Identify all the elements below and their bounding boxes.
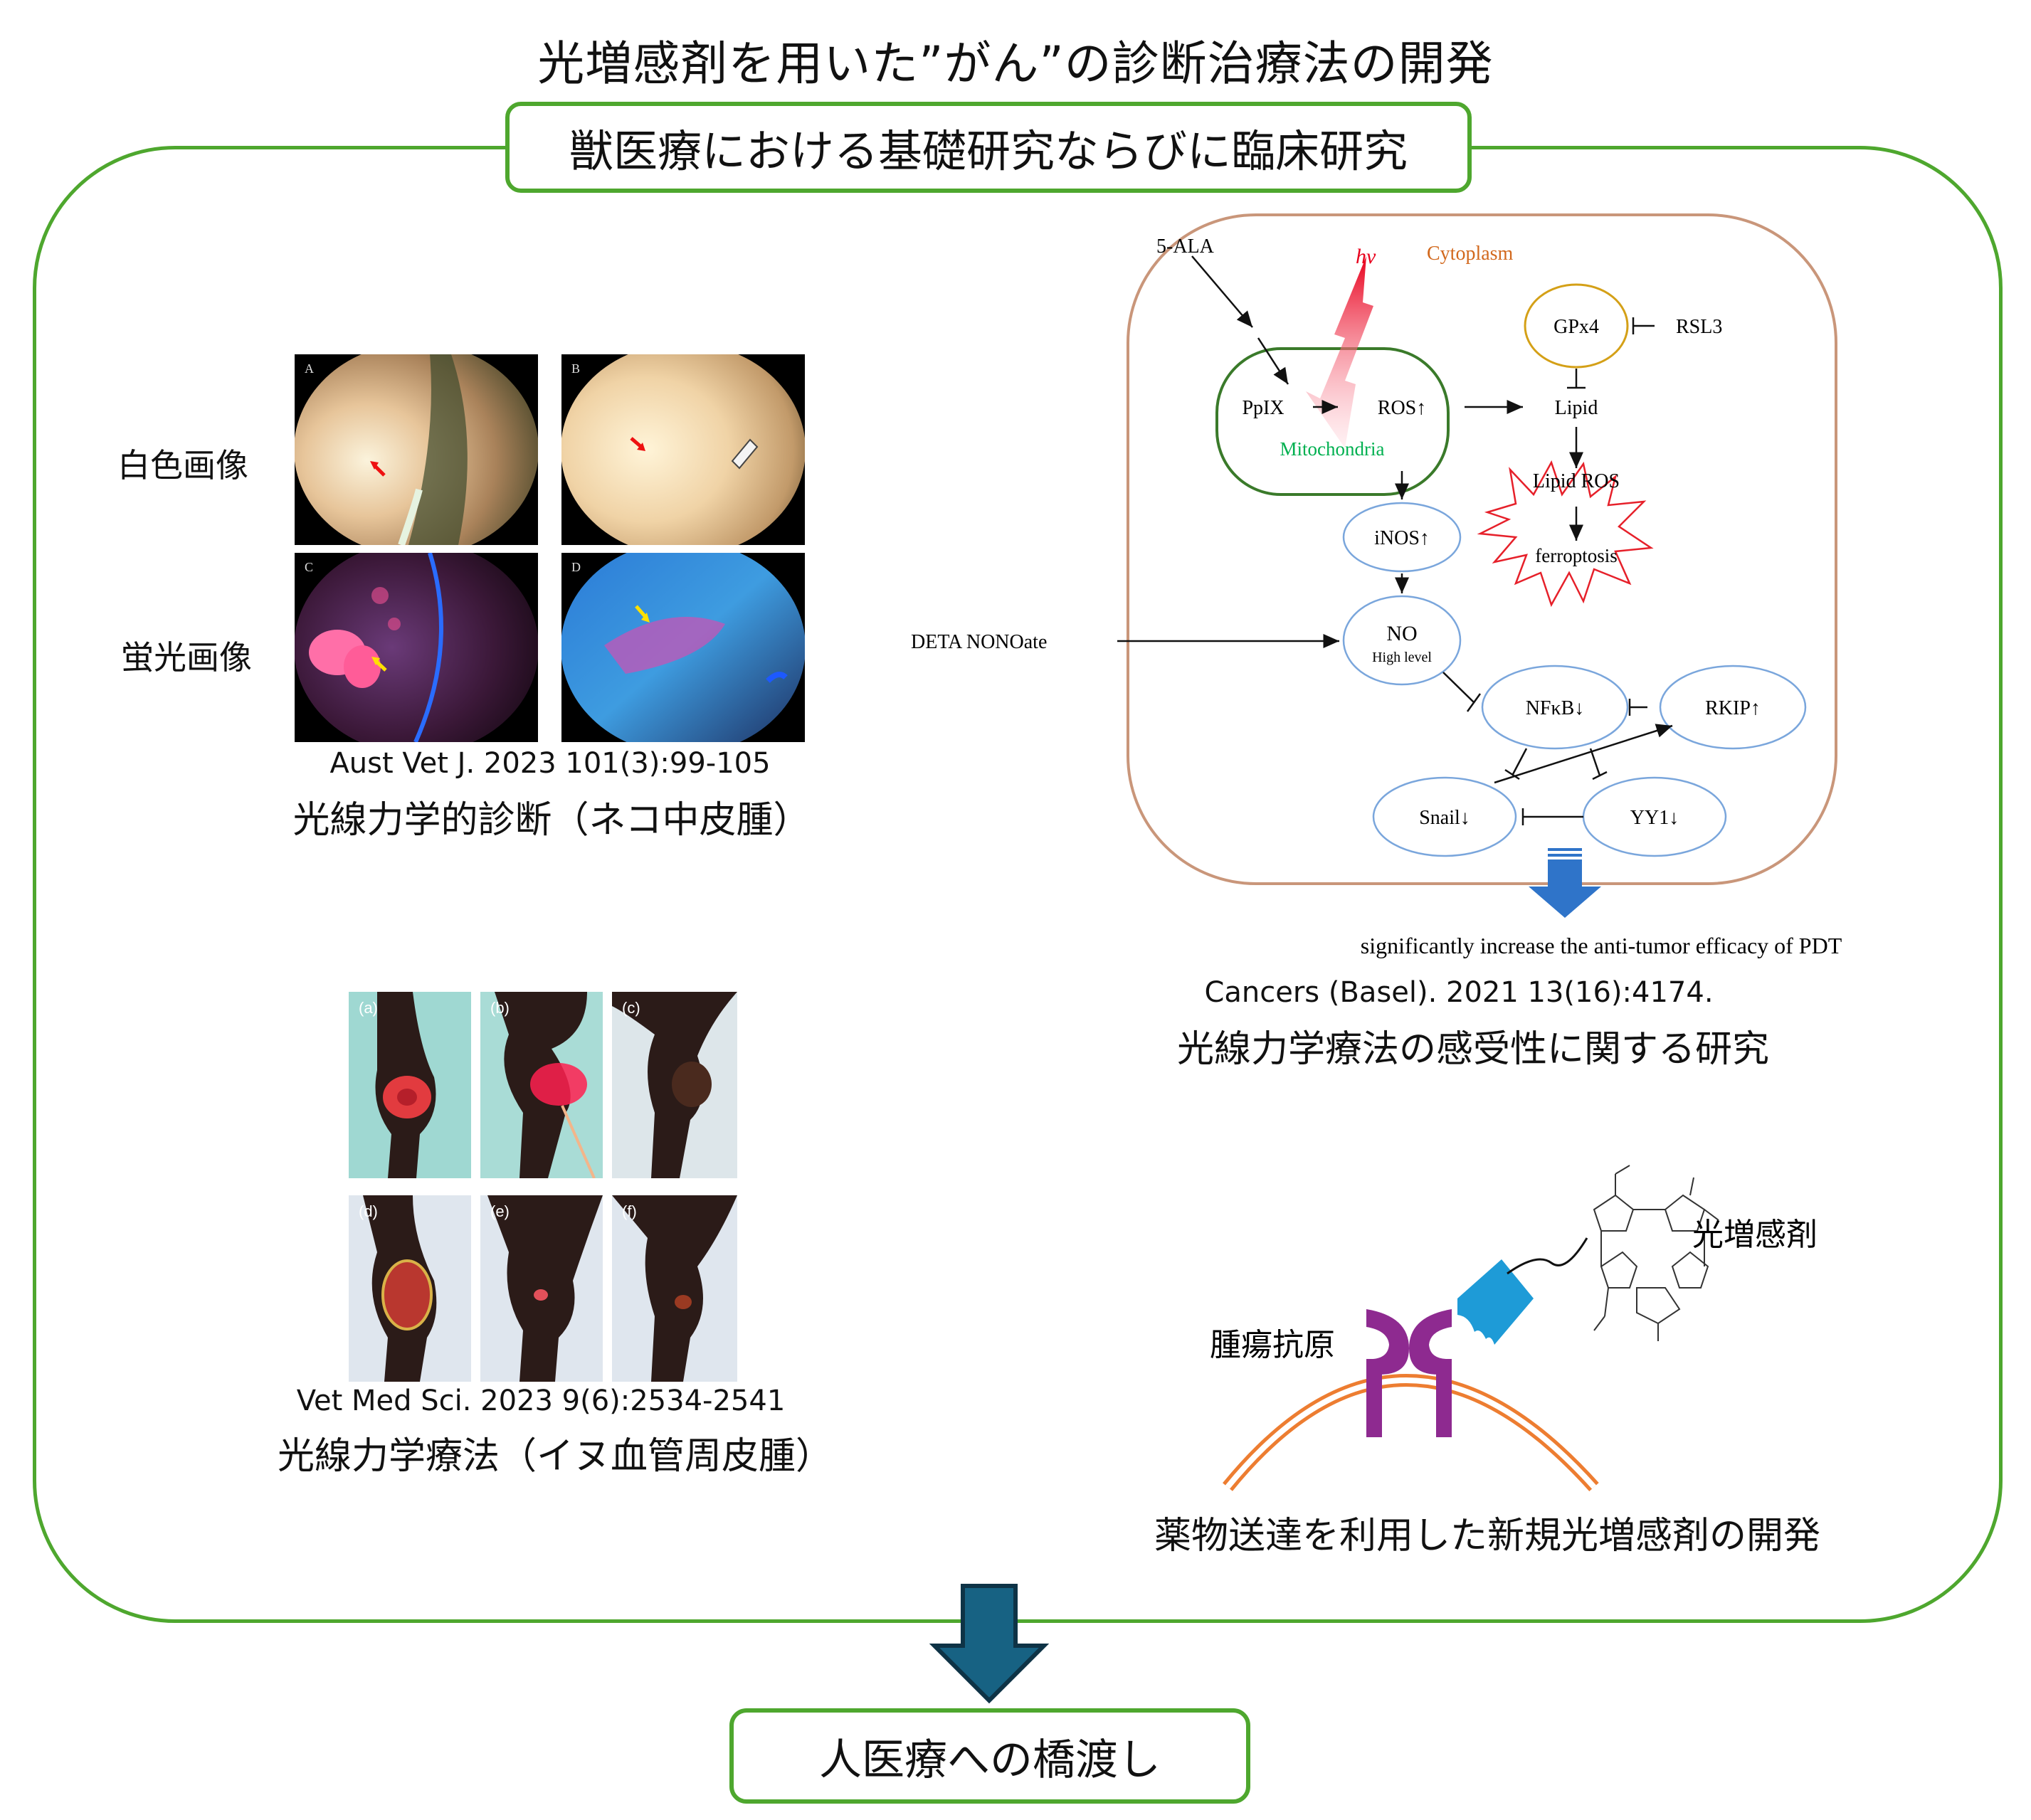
pathway-caption: 光線力学療法の感受性に関する研究	[1176, 1028, 1769, 1071]
cell-membrane-inner	[1225, 1377, 1596, 1489]
label-no: NO	[1386, 622, 1417, 645]
endoscopy-image-a: A	[295, 354, 538, 545]
nfkb-node	[1481, 665, 1629, 750]
label-ros: ROS↑	[1378, 397, 1426, 419]
panel-letter: (f)	[622, 1202, 637, 1220]
row-label-fluorescence: 蛍光画像	[121, 638, 252, 677]
photosensitizer-molecule-icon	[1593, 1165, 1719, 1341]
panel-letter: (d)	[359, 1202, 378, 1220]
drug-delivery-illustration: 光増感剤 腫瘍抗原	[1210, 1165, 1818, 1492]
result-arrow-icon	[1529, 848, 1601, 918]
label-hv: hv	[1356, 245, 1376, 268]
label-nfkb: NFκB↓	[1526, 697, 1585, 719]
label-deta-nonoate: DETA NONOate	[911, 631, 1047, 653]
label-lipid: Lipid	[1555, 397, 1598, 419]
photosensitizer-label: 光増感剤	[1692, 1217, 1818, 1253]
endoscopy-image-a-art	[295, 354, 538, 545]
therapy-photo-e-art	[487, 1195, 603, 1382]
therapy-photo-a-art	[375, 992, 436, 1178]
section-header: 獣医療における基礎研究ならびに臨床研究	[569, 125, 1408, 177]
panel-letter: (a)	[359, 999, 378, 1017]
therapy-photo-c: (c)	[612, 992, 737, 1178]
therapy-reference: Vet Med Sci. 2023 9(6):2534-2541	[296, 1385, 786, 1417]
label-lipid-ros: Lipid ROS	[1533, 470, 1620, 492]
tumor-antigen-label: 腫瘍抗原	[1210, 1327, 1335, 1363]
therapy-photo-b-art	[495, 992, 596, 1178]
therapy-photo-b: (b)	[480, 992, 603, 1178]
label-5-ala: 5-ALA	[1156, 236, 1215, 258]
therapy-photo-a: (a)	[349, 992, 471, 1178]
panel-letter: (e)	[490, 1202, 510, 1220]
cytoplasm-outline	[1127, 213, 1837, 885]
therapy-photo-f: (f)	[612, 1195, 737, 1382]
row-label-white-light: 白色画像	[117, 446, 248, 485]
endoscopy-image-c: C	[295, 553, 538, 742]
inos-node	[1342, 502, 1462, 573]
therapy-caption: 光線力学療法（イヌ血管周皮腫）	[277, 1435, 833, 1478]
gpx4-node	[1524, 283, 1629, 369]
panel-letter: A	[305, 361, 314, 376]
ferroptosis-burst	[1477, 460, 1654, 608]
bottom-box: 人医療への橋渡し	[729, 1708, 1250, 1804]
label-no-high-level: High level	[1372, 650, 1432, 665]
section-header-box: 獣医療における基礎研究ならびに臨床研究	[505, 102, 1472, 193]
light-bolt-icon	[1306, 256, 1373, 448]
linker	[1507, 1237, 1588, 1275]
antibody-icon	[1457, 1259, 1534, 1345]
panel-letter: D	[571, 560, 581, 574]
panel-letter: (c)	[622, 999, 640, 1017]
therapy-photo-e: (e)	[480, 1195, 603, 1382]
panel-letter: (b)	[490, 999, 510, 1017]
label-rkip: RKIP↑	[1705, 697, 1761, 719]
drug-delivery-caption: 薬物送達を利用した新規光増感剤の開発	[1154, 1515, 1820, 1557]
arrow-snail-rkip	[1494, 724, 1673, 784]
endoscopy-image-b: B	[561, 354, 805, 545]
label-inos: iNOS↑	[1374, 527, 1430, 549]
label-snail: Snail↓	[1419, 807, 1470, 829]
diagnosis-reference: Aust Vet J. 2023 101(3):99-105	[329, 747, 771, 780]
rkip-node	[1659, 665, 1807, 750]
panel-letter: B	[571, 361, 581, 376]
label-yy1: YY1↓	[1630, 807, 1679, 829]
endoscopy-image-d: D	[561, 553, 805, 742]
snail-node	[1372, 776, 1517, 857]
tumor-antigen-icon	[1366, 1309, 1452, 1437]
pathway-conclusion: significantly increase the anti-tumor ef…	[1361, 933, 1842, 958]
arrow-ala-ppix-2	[1257, 337, 1289, 385]
pathway-diagram: 5-ALA hv Cytoplasm GPx4 RSL3 PpIX ROS↑ M…	[911, 213, 1842, 958]
endoscopy-image-d-art	[561, 553, 805, 742]
mitochondria-outline	[1215, 347, 1450, 496]
page-title: 光増感剤を用いた”がん”の診断治療法の開発	[537, 36, 1494, 91]
panel-letter: C	[305, 560, 314, 574]
therapy-photo-d: (d)	[349, 1195, 471, 1382]
no-node	[1342, 595, 1462, 686]
label-ppix: PpIX	[1242, 397, 1284, 419]
bottom-label: 人医療への橋渡し	[819, 1735, 1161, 1785]
therapy-photo-c-art	[612, 992, 737, 1178]
label-gpx4: GPx4	[1553, 316, 1599, 338]
label-ferroptosis: ferroptosis	[1535, 545, 1617, 566]
pathway-reference: Cancers (Basel). 2021 13(16):4174.	[1204, 976, 1714, 1009]
down-arrow-icon	[929, 1584, 1050, 1704]
therapy-photo-f-art	[612, 1195, 737, 1382]
label-cytoplasm: Cytoplasm	[1427, 243, 1514, 265]
label-rsl3: RSL3	[1676, 316, 1722, 338]
label-mitochondria: Mitochondria	[1280, 438, 1385, 460]
endoscopy-image-c-art	[295, 553, 538, 742]
therapy-photo-d-art	[363, 1195, 437, 1382]
arrow-ala-ppix	[1191, 255, 1253, 328]
diagnosis-caption: 光線力学的診断（ネコ中皮腫）	[292, 799, 811, 842]
inhibition-edges	[1442, 317, 1655, 825]
endoscopy-image-b-art	[561, 354, 805, 545]
